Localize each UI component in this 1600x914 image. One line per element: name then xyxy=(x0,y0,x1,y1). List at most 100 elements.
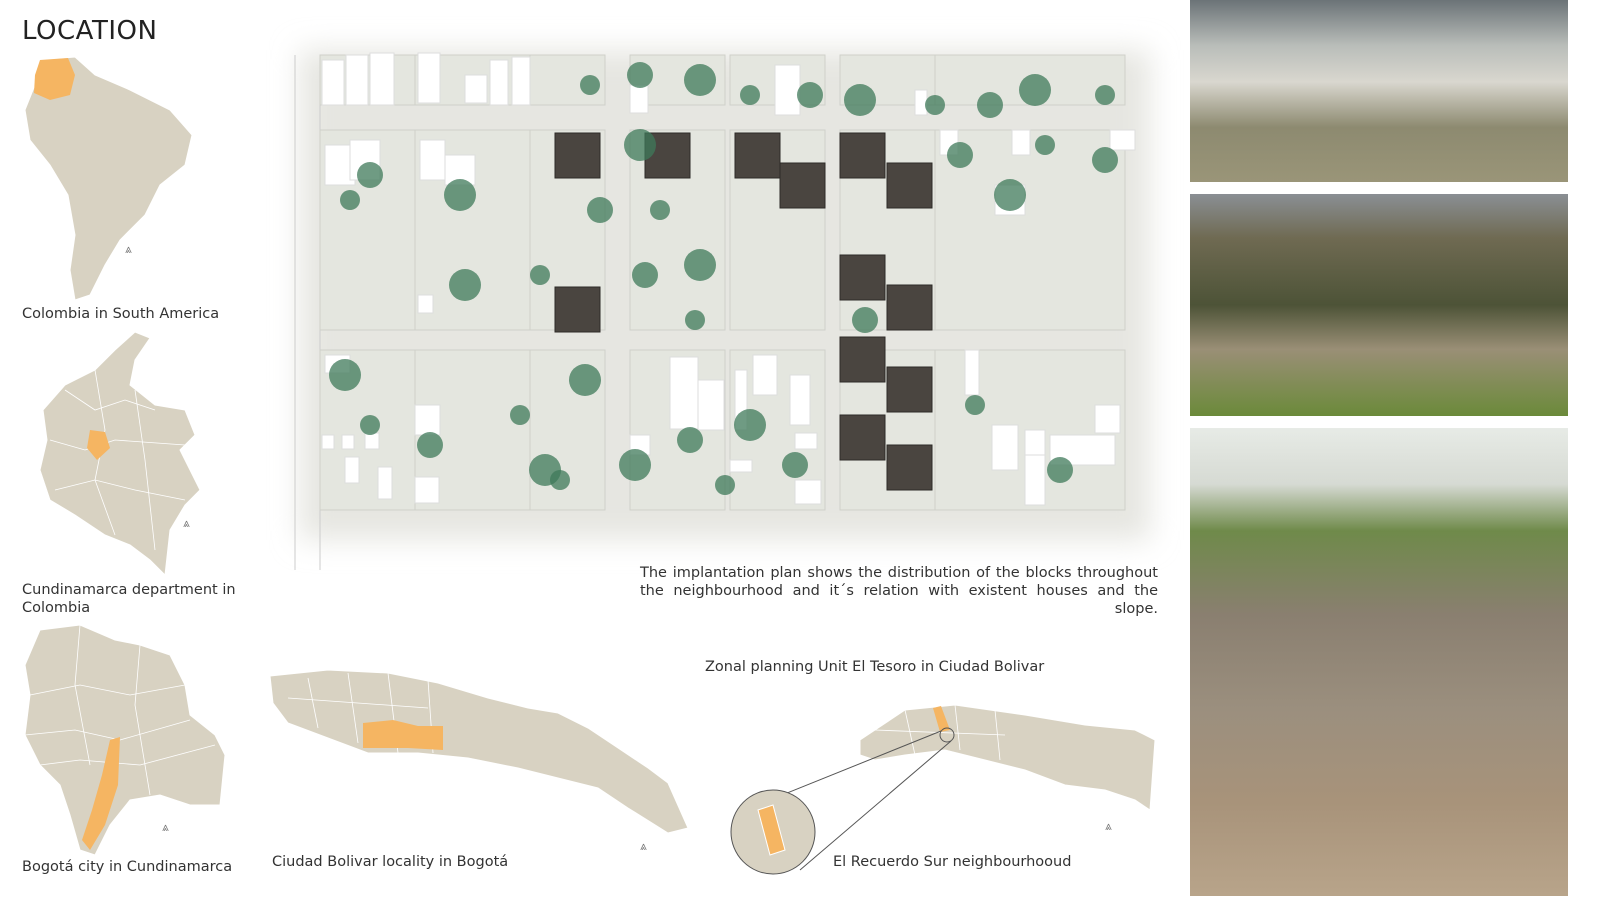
proposed-housing-block xyxy=(886,284,933,331)
tree xyxy=(444,179,476,211)
existing-house xyxy=(414,404,441,436)
page-title: LOCATION xyxy=(22,16,158,46)
existing-house xyxy=(789,374,811,426)
north-arrow-icon: ⩓ xyxy=(125,242,132,256)
bogota-highlight xyxy=(82,737,120,850)
north-arrow-icon: ⩓ xyxy=(162,820,169,834)
proposed-housing-block xyxy=(734,132,781,179)
tree xyxy=(797,82,823,108)
map-caption: El Recuerdo Sur neighbourhooud xyxy=(833,854,1072,870)
existing-house xyxy=(1024,454,1046,506)
proposed-housing-block xyxy=(839,414,886,461)
ciudad-bolivar-highlight xyxy=(363,720,443,750)
photo-street-view xyxy=(1190,428,1568,896)
tree xyxy=(1095,85,1115,105)
proposed-housing-block xyxy=(839,132,886,179)
tree xyxy=(619,449,651,481)
existing-house xyxy=(414,476,440,504)
tree xyxy=(965,395,985,415)
tree xyxy=(580,75,600,95)
north-arrow-icon: ⩓ xyxy=(640,839,647,853)
tree xyxy=(1047,457,1073,483)
tree xyxy=(684,249,716,281)
tree xyxy=(417,432,443,458)
tree xyxy=(740,85,760,105)
tree xyxy=(852,307,878,333)
existing-house xyxy=(964,349,980,396)
existing-house xyxy=(344,456,360,484)
existing-house xyxy=(417,294,434,314)
tree xyxy=(569,364,601,396)
existing-house xyxy=(419,139,446,181)
existing-house xyxy=(345,54,369,106)
proposed-housing-block xyxy=(886,162,933,209)
existing-house xyxy=(774,64,801,116)
proposed-housing-block xyxy=(886,366,933,413)
existing-house xyxy=(729,459,753,473)
tree xyxy=(357,162,383,188)
existing-house xyxy=(697,379,725,431)
existing-house xyxy=(364,432,380,450)
tree xyxy=(734,409,766,441)
tree xyxy=(340,190,360,210)
tree xyxy=(977,92,1003,118)
proposed-housing-block xyxy=(554,286,601,333)
tree xyxy=(1019,74,1051,106)
tree xyxy=(715,475,735,495)
map-caption: Bogotá city in Cundinamarca xyxy=(22,859,233,875)
existing-house xyxy=(669,356,699,430)
existing-house xyxy=(511,56,531,106)
existing-house xyxy=(489,59,509,106)
tree xyxy=(550,470,570,490)
proposed-housing-block xyxy=(554,132,601,179)
existing-house xyxy=(321,434,335,450)
map-caption: Colombia in South America xyxy=(22,306,220,322)
existing-house xyxy=(629,84,649,114)
tree xyxy=(994,179,1026,211)
photo-neighbourhood-slope xyxy=(1190,194,1568,416)
tree xyxy=(685,310,705,330)
tree xyxy=(844,84,876,116)
existing-house xyxy=(991,424,1019,471)
existing-house xyxy=(369,52,395,106)
tree xyxy=(530,265,550,285)
cundinamarca-map: ⩓ xyxy=(24,624,226,856)
map-caption: Ciudad Bolivar locality in Bogotá xyxy=(272,854,509,870)
existing-house xyxy=(794,432,818,450)
existing-house xyxy=(377,466,393,500)
colombia-map: ⩓ xyxy=(39,331,201,577)
south-america-map: ⩓ xyxy=(24,56,193,301)
existing-house xyxy=(1109,129,1136,151)
tree xyxy=(632,262,658,288)
bogota-map: ⩓ xyxy=(269,669,689,853)
tree xyxy=(329,359,361,391)
photo-hillside-overview xyxy=(1190,0,1568,182)
tree xyxy=(587,197,613,223)
existing-house xyxy=(914,89,928,116)
tree xyxy=(650,200,670,220)
proposed-housing-block xyxy=(839,336,886,383)
north-arrow-icon: ⩓ xyxy=(183,516,190,530)
proposed-housing-block xyxy=(839,254,886,301)
tree xyxy=(1035,135,1055,155)
existing-house xyxy=(1011,129,1031,156)
tree xyxy=(677,427,703,453)
tree xyxy=(925,95,945,115)
map-caption: Cundinamarca department in Colombia xyxy=(22,582,236,616)
colombia-highlight xyxy=(34,58,75,100)
existing-house xyxy=(794,479,822,505)
tree xyxy=(627,62,653,88)
tree xyxy=(624,129,656,161)
plan-description: The implantation plan shows the distribu… xyxy=(640,565,1158,617)
existing-house xyxy=(1094,404,1121,434)
tree xyxy=(782,452,808,478)
tree xyxy=(1092,147,1118,173)
existing-house xyxy=(341,434,355,450)
implantation-plan xyxy=(294,50,1150,570)
map-subtitle: Zonal planning Unit El Tesoro in Ciudad … xyxy=(705,659,1045,675)
tree xyxy=(360,415,380,435)
existing-house xyxy=(321,59,345,106)
proposed-housing-block xyxy=(779,162,826,209)
ciudad-bolivar-map: ⩓ xyxy=(730,704,1156,875)
existing-house xyxy=(752,354,778,396)
